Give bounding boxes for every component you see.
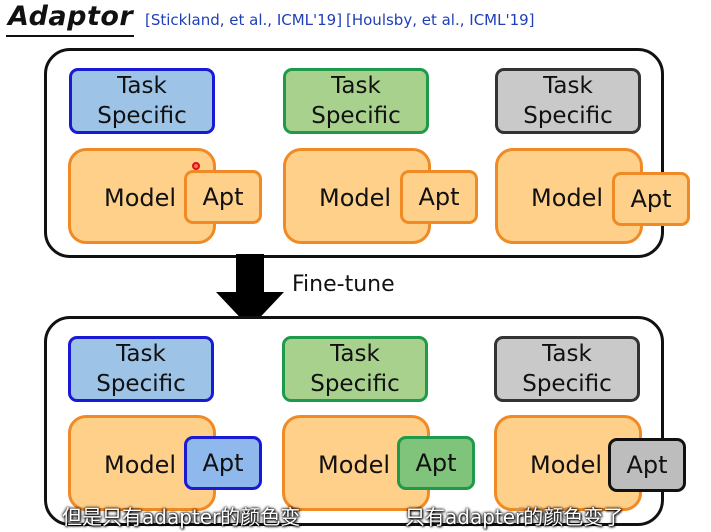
model-label: Model (530, 451, 603, 479)
title-underline (6, 35, 134, 37)
subtitle-right: 只有adapter的颜色变了 (405, 505, 624, 529)
task-label-line2: Specific (96, 371, 186, 397)
task-label-line1: Task (116, 341, 166, 367)
task-label-line2: Specific (97, 103, 187, 129)
adapter-label: Apt (202, 449, 244, 477)
task-label-line2: Specific (523, 103, 613, 129)
adapter-label: Apt (626, 451, 668, 479)
model-box-3-bottom: Model (494, 415, 642, 511)
task-label-line1: Task (117, 73, 167, 99)
model-box-1-top: Model (68, 148, 216, 244)
adapter-label: Apt (202, 183, 244, 211)
model-label: Model (319, 184, 392, 212)
model-label: Model (531, 184, 604, 212)
adapter-label: Apt (418, 183, 460, 211)
model-label: Model (104, 451, 177, 479)
task-label-line1: Task (543, 73, 593, 99)
slide-title: Adaptor (8, 1, 134, 32)
model-label: Model (318, 451, 391, 479)
task-label-line1: Task (542, 341, 592, 367)
adapter-box-1-top: Apt (184, 170, 262, 224)
fine-tune-label: Fine-tune (292, 272, 395, 297)
adapter-label: Apt (630, 185, 672, 213)
adapter-box-2-top: Apt (400, 170, 478, 224)
subtitle-left: 但是只有adapter的颜色变 (62, 505, 301, 529)
citation-stickland: [Stickland, et al., ICML'19] (145, 11, 343, 29)
task-label-line2: Specific (311, 103, 401, 129)
adapter-box-3-top: Apt (612, 172, 690, 226)
task-label-line2: Specific (522, 371, 612, 397)
model-box-1-bottom: Model (68, 415, 216, 511)
task-label-line1: Task (330, 341, 380, 367)
watermark: CSDN @...u (516, 505, 597, 521)
adapter-box-1-bottom: Apt (184, 436, 262, 490)
citation-houlsby: [Houlsby, et al., ICML'19] (346, 11, 535, 29)
cursor-dot (192, 162, 200, 170)
adapter-box-2-bottom: Apt (397, 436, 475, 490)
adapter-box-3-bottom: Apt (608, 438, 686, 492)
down-arrow-icon (216, 254, 284, 328)
adapter-label: Apt (415, 449, 457, 477)
model-box-2-top: Model (283, 148, 431, 244)
model-label: Model (104, 184, 177, 212)
model-box-2-bottom: Model (282, 415, 430, 511)
task-label-line2: Specific (310, 371, 400, 397)
task-label-line1: Task (331, 73, 381, 99)
